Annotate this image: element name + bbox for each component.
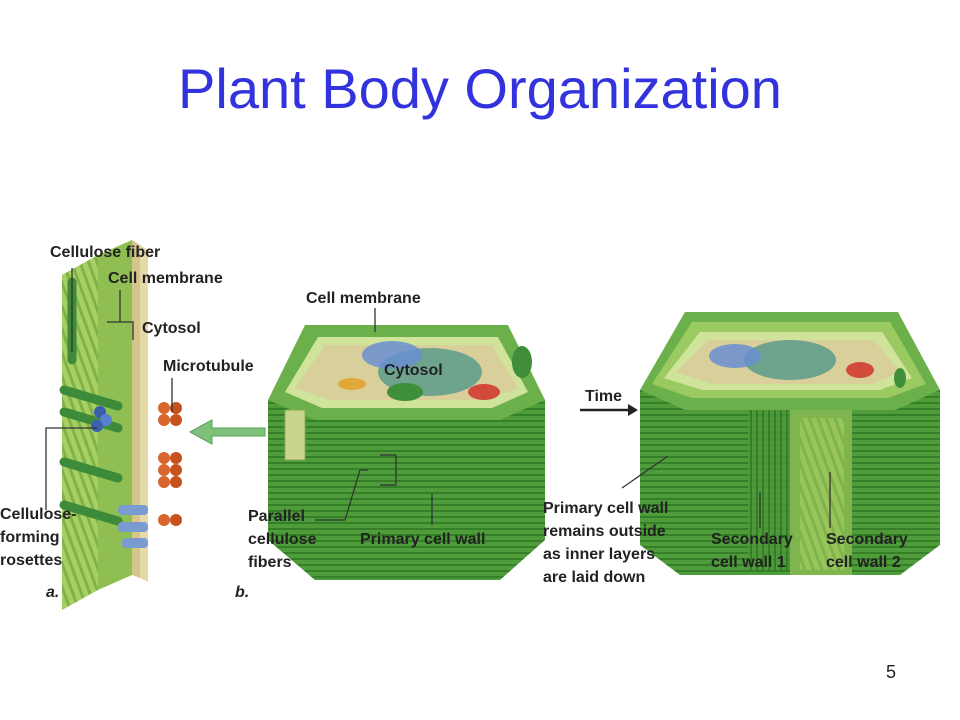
label-secondary1-1: Secondary xyxy=(711,531,793,548)
label-cell-membrane-a: Cell membrane xyxy=(108,270,223,287)
panel-c-cell xyxy=(640,312,940,575)
panel-b-letter: b. xyxy=(235,584,250,601)
label-parallel-3: fibers xyxy=(248,554,292,571)
panel-b-cell xyxy=(268,325,545,580)
microtubules xyxy=(158,402,182,526)
label-cytosol-a: Cytosol xyxy=(142,320,201,337)
slide-title: Plant Body Organization xyxy=(178,57,782,120)
panel-c-leader-lines xyxy=(621,455,831,528)
label-cellulose-fiber: Cellulose fiber xyxy=(50,244,161,261)
label-parallel-2: cellulose xyxy=(248,531,317,548)
time-arrow xyxy=(580,404,638,416)
panel-a-leader-lines xyxy=(45,268,173,510)
label-rosettes-2: forming xyxy=(0,529,60,546)
label-cytosol-b: Cytosol xyxy=(384,362,443,379)
label-parallel-1: Parallel xyxy=(248,508,305,525)
magnify-arrow xyxy=(188,419,266,445)
label-rosettes-3: rosettes xyxy=(0,552,63,569)
label-rosettes-1: Cellulose- xyxy=(0,506,77,523)
label-secondary1-2: cell wall 1 xyxy=(711,554,786,571)
label-primary-cell-wall: Primary cell wall xyxy=(360,531,486,548)
cellulose-forming-rosettes xyxy=(91,406,148,548)
label-microtubule: Microtubule xyxy=(163,358,254,375)
label-remains-3: as inner layers xyxy=(543,546,656,563)
label-cell-membrane-b: Cell membrane xyxy=(306,290,421,307)
panel-b-leader-lines xyxy=(315,308,433,525)
label-secondary2-1: Secondary xyxy=(826,531,908,548)
panel-a-letter: a. xyxy=(46,584,60,601)
label-secondary2-2: cell wall 2 xyxy=(826,554,901,571)
label-remains-2: remains outside xyxy=(543,523,666,540)
page-number: 5 xyxy=(886,662,897,682)
label-remains-1: Primary cell wall xyxy=(543,500,669,517)
label-remains-4: are laid down xyxy=(543,569,646,586)
label-time: Time xyxy=(585,388,623,405)
